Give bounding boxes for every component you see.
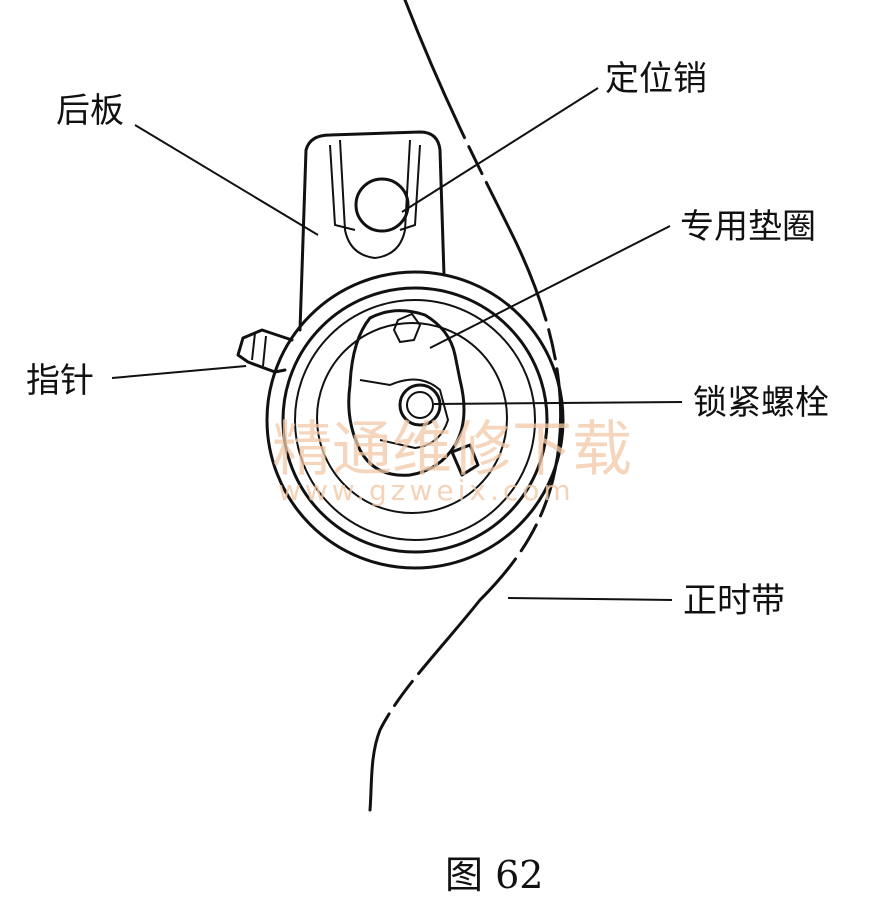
locating-pin: [354, 177, 410, 233]
pulley-outer: [265, 270, 565, 570]
label-locating-pin: 定位销: [605, 59, 707, 99]
watermark-url: www.gzweix.com: [278, 474, 575, 507]
leader-pointer: [111, 365, 247, 379]
leader-locating-pin: [401, 87, 599, 213]
label-timing-belt: 正时带: [683, 581, 785, 621]
timing-belt: [368, 0, 563, 812]
label-back-plate: 后板: [56, 91, 124, 131]
watermark-text: 精通维修下载: [272, 415, 632, 485]
lock-bolt-inner: [406, 391, 434, 419]
leader-back-plate: [134, 124, 319, 236]
pointer-detail: [251, 332, 267, 367]
leader-special-washer: [429, 225, 671, 349]
back-plate: [298, 130, 446, 332]
washer-notch: [392, 312, 422, 344]
leader-timing-belt: [507, 597, 673, 601]
lock-bolt-outer: [398, 383, 442, 427]
back-plate-slot-inner: [329, 144, 421, 231]
label-lock-bolt: 锁紧螺栓: [693, 383, 829, 423]
washer-tab: [450, 443, 480, 477]
pulley-ring-4: [316, 322, 508, 514]
back-plate-slot: [339, 139, 411, 260]
special-washer: [347, 309, 466, 477]
label-special-washer: 专用垫圈: [680, 207, 816, 247]
washer-inner-cam: [359, 378, 450, 450]
pulley-ring-2: [281, 286, 549, 554]
leader-lock-bolt: [433, 401, 683, 405]
figure-caption: 图 62: [445, 853, 543, 897]
pulley-ring-3: [294, 299, 536, 541]
label-pointer: 指针: [26, 361, 94, 401]
